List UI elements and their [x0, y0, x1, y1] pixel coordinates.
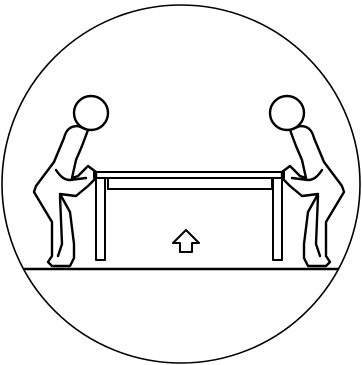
person-right-head — [270, 96, 304, 130]
table-leg-left — [96, 178, 105, 260]
person-right-body — [282, 126, 344, 266]
person-left-body — [34, 126, 96, 266]
table-top — [94, 172, 284, 178]
table-leg-right — [273, 178, 282, 260]
table — [94, 172, 284, 260]
lift-up-arrow-icon — [173, 230, 199, 252]
person-left-head — [74, 96, 108, 130]
circle-frame — [2, 5, 360, 363]
